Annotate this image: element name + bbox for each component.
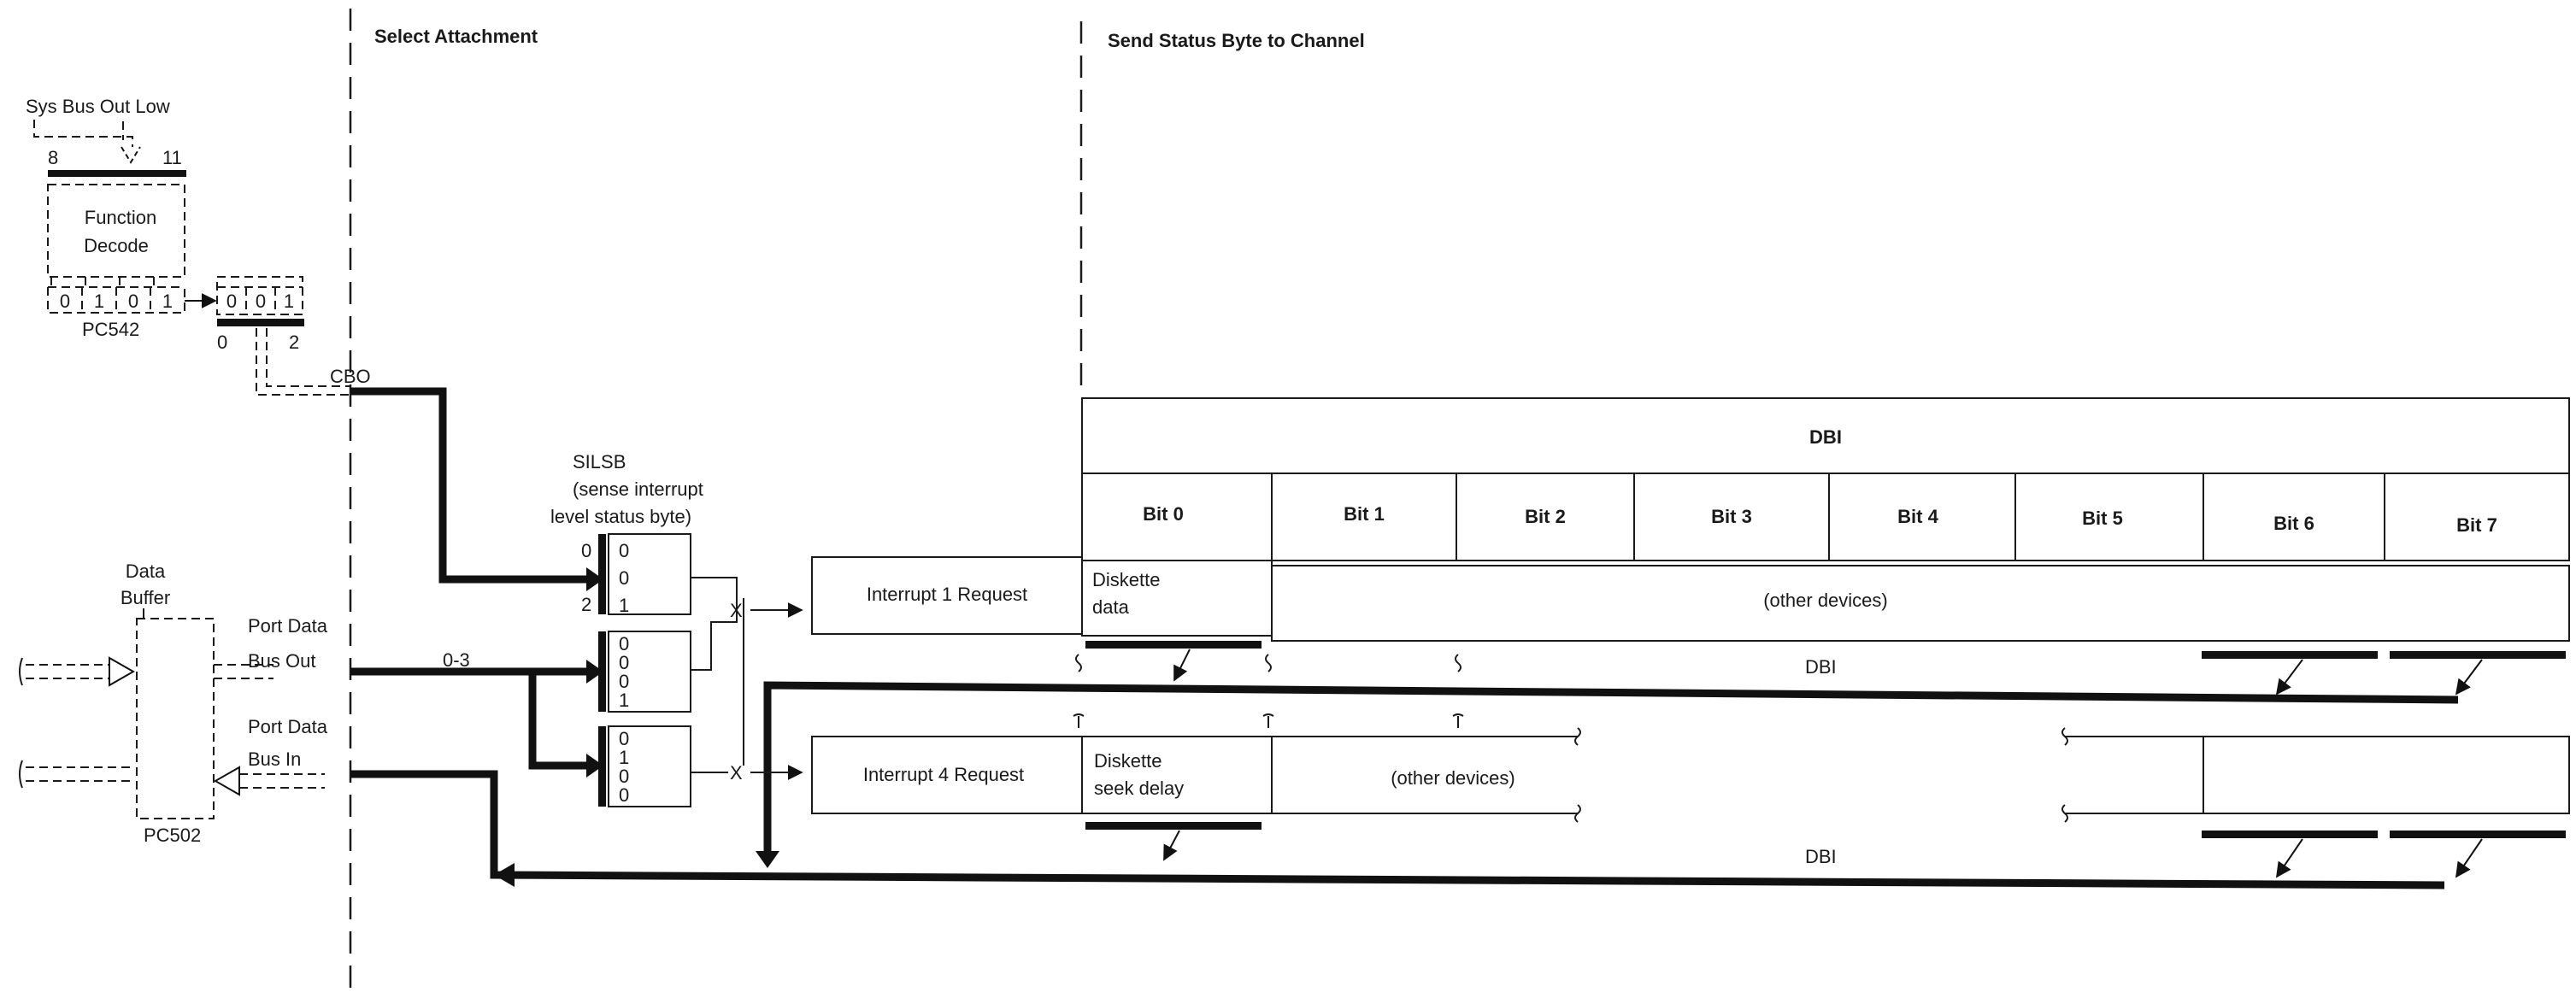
dbi-bus-upper <box>763 681 2459 854</box>
svg-text:Decode: Decode <box>84 235 149 256</box>
svg-text:0: 0 <box>619 567 629 589</box>
svg-text:1: 1 <box>284 291 294 312</box>
svg-text:Buffer: Buffer <box>121 587 170 608</box>
svg-text:Diskette: Diskette <box>1092 569 1160 590</box>
svg-text:1: 1 <box>619 690 629 711</box>
int1-other-devices: (other devices) <box>1763 590 1888 611</box>
svg-text:1: 1 <box>619 595 629 616</box>
svg-text:Function: Function <box>85 207 156 228</box>
and-gate-4: X <box>730 762 743 784</box>
sys-bus-out-low-label: Sys Bus Out Low <box>26 96 170 117</box>
dbi-table: DBI Bit 0 Bit 1 Bit 2 Bit 3 Bit 4 Bit 5 … <box>811 397 2570 878</box>
interrupt-1-request-box <box>811 556 1083 635</box>
bit-1-header: Bit 1 <box>1344 503 1385 525</box>
bit-6-header: Bit 6 <box>2273 513 2314 534</box>
bit-4-header: Bit 4 <box>1897 506 1938 527</box>
svg-text:data: data <box>1092 596 1130 618</box>
svg-text:0: 0 <box>619 633 629 654</box>
svg-text:Data: Data <box>126 561 166 582</box>
svg-text:0: 0 <box>60 291 70 312</box>
bus-bit-end: 11 <box>162 147 182 168</box>
svg-text:0: 0 <box>619 540 629 561</box>
svg-text:Bus In: Bus In <box>248 748 301 770</box>
phase-label-status: Send Status Byte to Channel <box>1108 30 1365 51</box>
function-decode-block: Sys Bus Out Low 8 11 Function Decode 0 1… <box>26 96 217 340</box>
port-data-bus-in <box>350 770 2445 889</box>
svg-text:Port Data: Port Data <box>248 615 328 637</box>
svg-text:(sense interrupt: (sense interrupt <box>573 478 703 500</box>
bit-0-header: Bit 0 <box>1143 503 1184 525</box>
bit-2-header: Bit 2 <box>1525 506 1566 527</box>
svg-text:level status byte): level status byte) <box>550 506 691 527</box>
and-gate-1: X <box>730 600 743 621</box>
svg-text:Interrupt 4 Request: Interrupt 4 Request <box>863 764 1024 785</box>
silsb-registers: SILSB (sense interrupt level status byte… <box>550 451 803 807</box>
phase-label-select: Select Attachment <box>374 26 538 47</box>
bit-3-header: Bit 3 <box>1711 506 1752 527</box>
svg-text:0: 0 <box>128 291 138 312</box>
svg-text:2: 2 <box>581 594 591 615</box>
svg-text:Bus Out: Bus Out <box>248 650 315 672</box>
svg-text:1: 1 <box>162 291 173 312</box>
silsb-title: SILSB <box>573 451 626 473</box>
function-decode-box <box>47 184 185 278</box>
dbi-header: DBI <box>1809 426 1842 448</box>
dbi-bus-upper-label: DBI <box>1805 656 1837 678</box>
svg-text:0: 0 <box>256 291 266 312</box>
svg-text:1: 1 <box>619 747 629 768</box>
bus-bit-start: 8 <box>48 147 58 168</box>
cbo-register: 0 0 1 0 2 CBO <box>216 276 371 396</box>
cbo-label: CBO <box>330 366 371 387</box>
svg-text:0: 0 <box>619 784 629 806</box>
dbi-bus-lower-label: DBI <box>1805 846 1837 867</box>
bus-range-label: 0-3 <box>443 649 470 671</box>
svg-text:1: 1 <box>94 291 104 312</box>
data-buffer-block: Data Buffer PC502 Port Data Bus Out Port… <box>19 561 470 846</box>
cbo-bus <box>350 387 590 584</box>
bit-7-header: Bit 7 <box>2456 514 2497 536</box>
svg-text:seek delay: seek delay <box>1094 778 1184 799</box>
interrupt-4-request-box <box>811 736 1083 814</box>
svg-text:2: 2 <box>289 332 299 353</box>
svg-text:0: 0 <box>619 728 629 749</box>
svg-text:Port Data: Port Data <box>248 716 328 737</box>
data-buffer-box <box>136 618 215 819</box>
svg-text:0: 0 <box>619 652 629 673</box>
svg-text:Diskette: Diskette <box>1094 750 1162 772</box>
svg-text:0: 0 <box>226 291 237 312</box>
pc542-label: PC542 <box>82 319 139 340</box>
bit-5-header: Bit 5 <box>2082 508 2123 529</box>
svg-text:Interrupt 1 Request: Interrupt 1 Request <box>867 584 1027 605</box>
svg-text:0: 0 <box>619 671 629 692</box>
svg-text:0: 0 <box>217 332 227 353</box>
svg-text:0: 0 <box>581 540 591 561</box>
svg-text:0: 0 <box>619 766 629 787</box>
int4-other-devices: (other devices) <box>1391 767 1515 789</box>
pc502-label: PC502 <box>144 825 201 846</box>
